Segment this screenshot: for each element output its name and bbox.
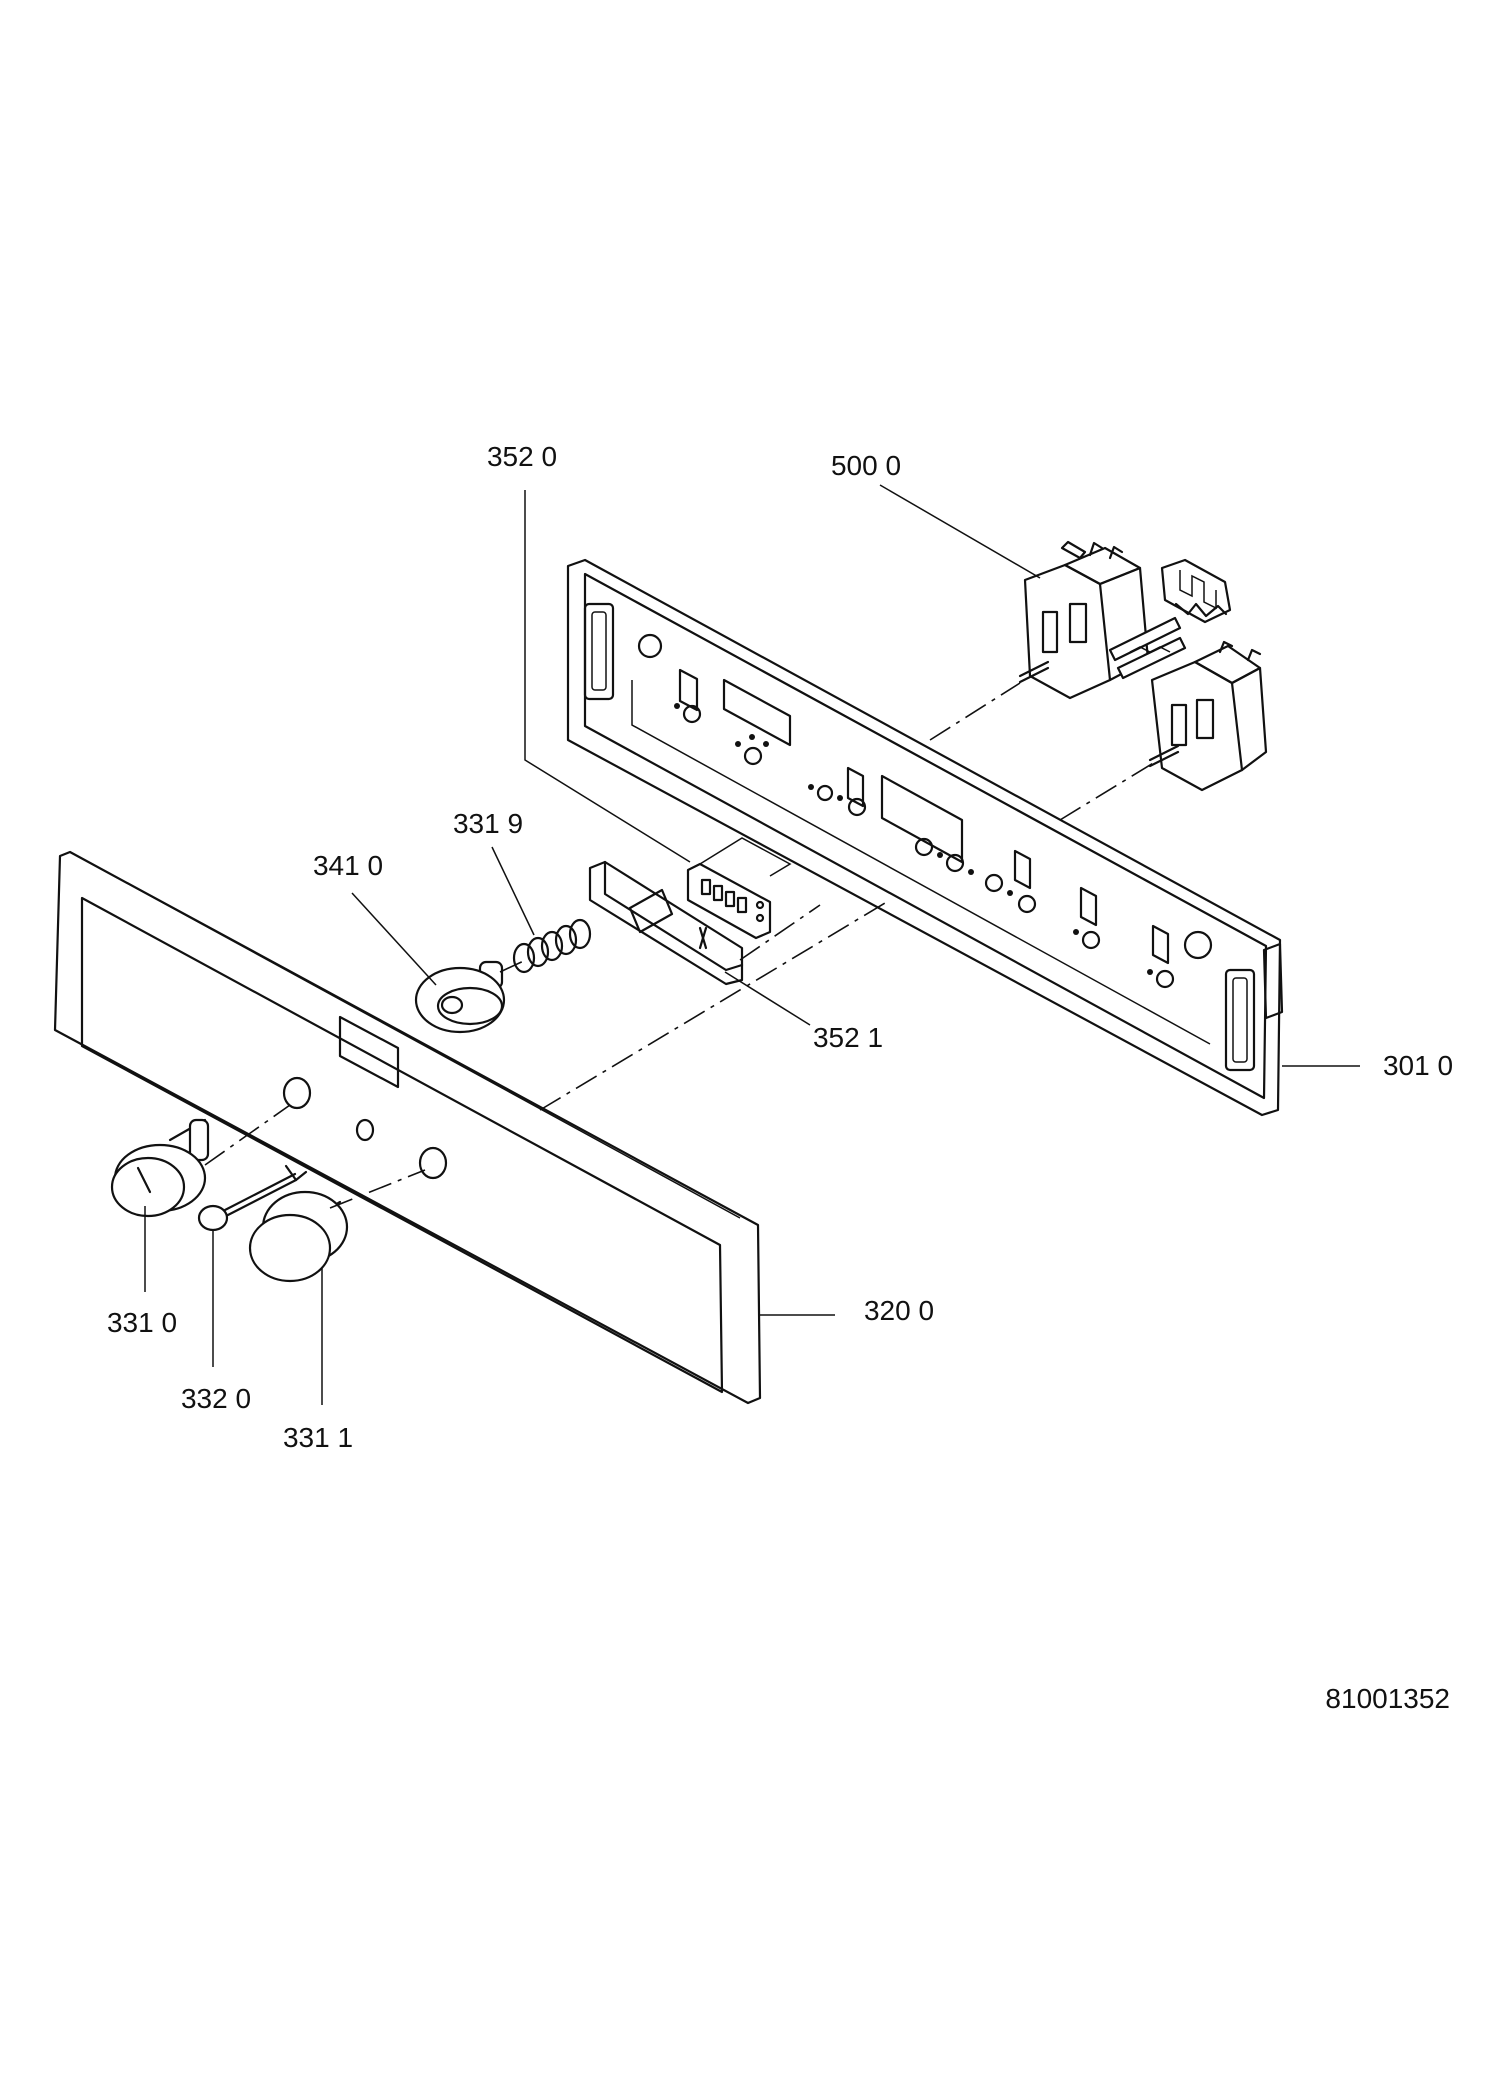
callout-331-1: 331 1 bbox=[283, 1422, 353, 1453]
drawing-number: 81001352 bbox=[1325, 1683, 1450, 1714]
callout-332-0: 332 0 bbox=[181, 1383, 251, 1414]
callout-500-0: 500 0 bbox=[831, 450, 901, 481]
callout-331-9: 331 9 bbox=[453, 808, 523, 839]
leader-lines bbox=[144, 484, 1360, 1405]
callout-352-0: 352 0 bbox=[487, 441, 557, 472]
indicator-lamp-332-0 bbox=[197, 1164, 308, 1232]
callout-320-0: 320 0 bbox=[864, 1295, 934, 1326]
connector-352-0 bbox=[686, 837, 792, 940]
callout-301-0: 301 0 bbox=[1383, 1050, 1453, 1081]
control-panel-housing bbox=[566, 558, 1284, 1117]
push-knob-341-0 bbox=[414, 960, 506, 1034]
callout-331-0: 331 0 bbox=[107, 1307, 177, 1338]
knob-331-1 bbox=[248, 1190, 349, 1283]
display-board-352-1 bbox=[588, 860, 744, 986]
switch-module bbox=[1018, 540, 1268, 792]
front-fascia-panel bbox=[53, 850, 762, 1405]
callout-labels: 352 0 500 0 331 9 341 0 352 1 301 0 320 … bbox=[107, 441, 1453, 1453]
callout-352-1: 352 1 bbox=[813, 1022, 883, 1053]
spring-331-9 bbox=[512, 918, 592, 974]
assembly-axes bbox=[204, 682, 1156, 1209]
callout-341-0: 341 0 bbox=[313, 850, 383, 881]
knob-331-0 bbox=[110, 1118, 210, 1218]
